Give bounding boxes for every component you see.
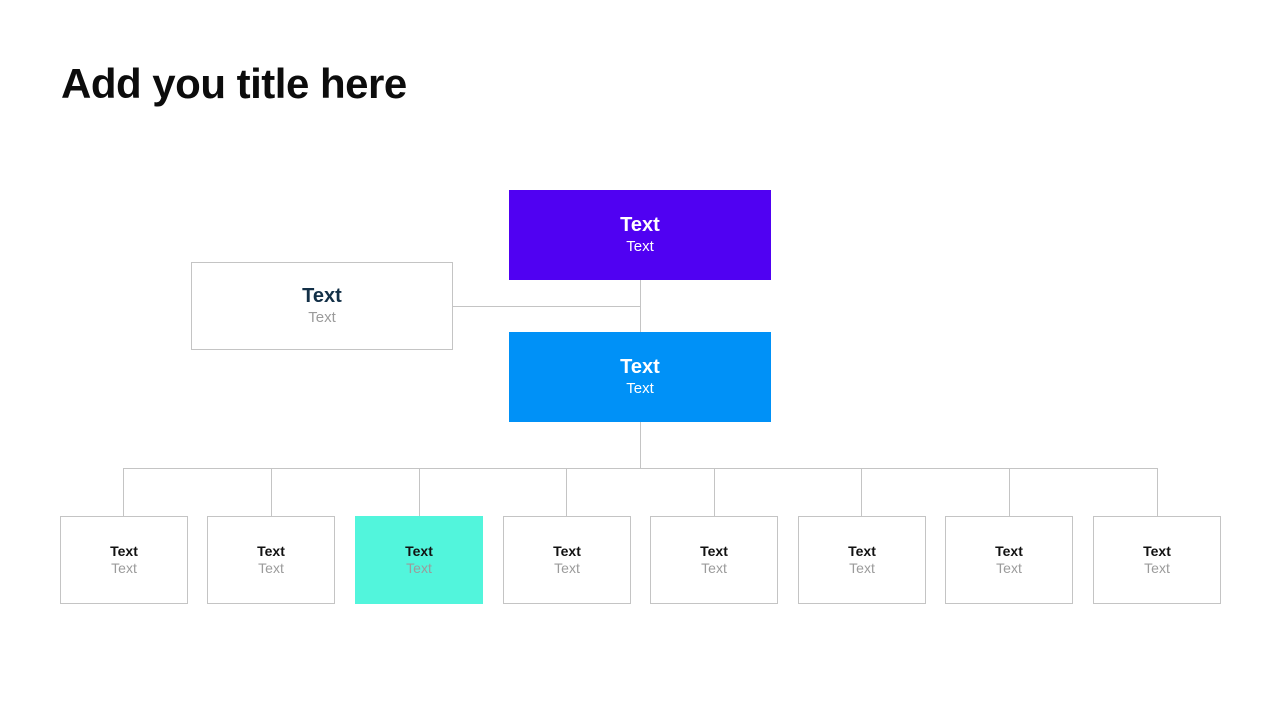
node-second-subtitle: Text <box>626 379 654 397</box>
leaf-node-1-title: Text <box>110 542 138 559</box>
connector-root-to-lateral <box>453 306 641 307</box>
node-lateral-subtitle: Text <box>308 308 336 326</box>
connector-second-to-bus <box>640 422 641 469</box>
leaf-node-4-title: Text <box>553 542 581 559</box>
leaf-node-8-title: Text <box>1143 542 1171 559</box>
connector-drop-1 <box>123 468 124 516</box>
connector-drop-8 <box>1157 468 1158 516</box>
connector-drop-2 <box>271 468 272 516</box>
node-lateral-title: Text <box>302 285 342 308</box>
leaf-node-3-highlighted[interactable]: Text Text <box>355 516 483 604</box>
connector-drop-4 <box>566 468 567 516</box>
node-root-title: Text <box>620 214 660 237</box>
leaf-node-3-title: Text <box>405 542 433 559</box>
node-lateral[interactable]: Text Text <box>191 262 453 350</box>
leaf-node-5-title: Text <box>700 542 728 559</box>
connector-bus <box>123 468 1158 469</box>
leaf-node-7-title: Text <box>995 542 1023 559</box>
leaf-node-8[interactable]: Text Text <box>1093 516 1221 604</box>
leaf-node-2-subtitle: Text <box>258 559 284 576</box>
leaf-node-7-subtitle: Text <box>996 559 1022 576</box>
leaf-node-4-subtitle: Text <box>554 559 580 576</box>
connector-drop-7 <box>1009 468 1010 516</box>
connector-drop-6 <box>861 468 862 516</box>
connector-drop-5 <box>714 468 715 516</box>
leaf-node-5-subtitle: Text <box>701 559 727 576</box>
node-root-subtitle: Text <box>626 237 654 255</box>
page-title: Add you title here <box>61 60 407 107</box>
leaf-node-2[interactable]: Text Text <box>207 516 335 604</box>
node-second-title: Text <box>620 356 660 379</box>
connector-drop-3 <box>419 468 420 516</box>
leaf-node-6-subtitle: Text <box>849 559 875 576</box>
leaf-node-1[interactable]: Text Text <box>60 516 188 604</box>
node-root[interactable]: Text Text <box>509 190 771 280</box>
leaf-node-2-title: Text <box>257 542 285 559</box>
leaf-node-6[interactable]: Text Text <box>798 516 926 604</box>
leaf-node-1-subtitle: Text <box>111 559 137 576</box>
leaf-node-5[interactable]: Text Text <box>650 516 778 604</box>
leaf-node-8-subtitle: Text <box>1144 559 1170 576</box>
node-second[interactable]: Text Text <box>509 332 771 422</box>
leaf-node-3-subtitle: Text <box>406 559 432 576</box>
leaf-node-4[interactable]: Text Text <box>503 516 631 604</box>
leaf-node-6-title: Text <box>848 542 876 559</box>
leaf-node-7[interactable]: Text Text <box>945 516 1073 604</box>
